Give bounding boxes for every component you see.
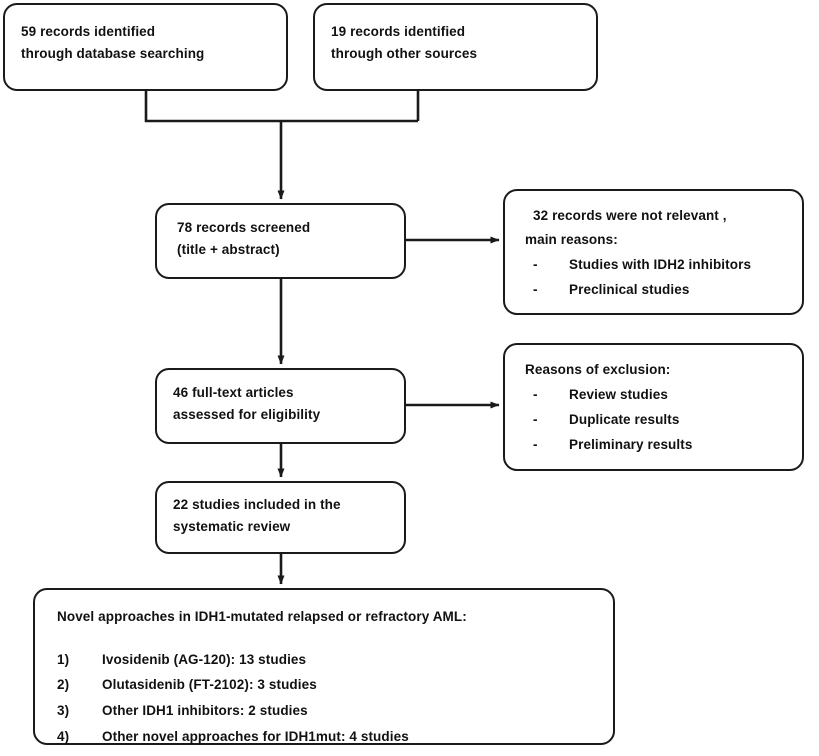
summary-item-number: 2)	[57, 677, 70, 693]
summary-item-number: 3)	[57, 702, 70, 718]
exclusion-eligibility-item-text: Preliminary results	[569, 436, 693, 452]
node-novel-approaches-summary: Novel approaches in IDH1-mutated relapse…	[33, 588, 615, 745]
exclusion-eligibility-item: - Duplicate results	[525, 409, 802, 431]
node-records-other-sources: 19 records identified through other sour…	[313, 3, 598, 91]
summary-item-number: 1)	[57, 651, 70, 667]
summary-item-text: Ivosidenib (AG-120): 13 studies	[102, 651, 307, 667]
records-screened-line2: (title + abstract)	[177, 241, 280, 257]
node-exclusion-eligibility: Reasons of exclusion: - Review studies -…	[503, 343, 804, 471]
summary-list-item: 3) Other IDH1 inhibitors: 2 studies	[57, 701, 613, 721]
node-records-database-searching: 59 records identified through database s…	[3, 3, 288, 91]
exclusion-eligibility-item: - Review studies	[525, 384, 802, 406]
records-other-line2: through other sources	[331, 45, 478, 61]
full-text-line1: 46 full-text articles	[173, 385, 294, 400]
node-studies-included: 22 studies included in the systematic re…	[155, 481, 406, 554]
summary-list-item: 4) Other novel approaches for IDH1mut: 4…	[57, 727, 613, 747]
bullet-dash: -	[533, 281, 538, 297]
full-text-line2: assessed for eligibility	[173, 406, 321, 422]
exclusion-screening-item-text: Studies with IDH2 inhibitors	[569, 256, 752, 272]
exclusion-screening-item-text: Preclinical studies	[569, 281, 690, 297]
summary-list-item: 1) Ivosidenib (AG-120): 13 studies	[57, 650, 613, 670]
exclusion-eligibility-item: - Preliminary results	[525, 434, 802, 456]
summary-item-number: 4)	[57, 728, 70, 744]
records-database-line2: through database searching	[21, 45, 205, 61]
exclusion-screening-item: - Studies with IDH2 inhibitors	[525, 254, 802, 276]
bullet-dash: -	[533, 386, 538, 402]
studies-included-line1: 22 studies included in the	[173, 497, 341, 512]
summary-item-text: Olutasidenib (FT-2102): 3 studies	[102, 677, 317, 693]
exclusion-screening-line1: 32 records were not relevant ,	[533, 208, 727, 223]
exclusion-eligibility-item-text: Review studies	[569, 386, 668, 402]
node-exclusion-screening: 32 records were not relevant , main reas…	[503, 189, 804, 315]
exclusion-screening-item: - Preclinical studies	[525, 279, 802, 301]
node-records-screened: 78 records screened (title + abstract)	[155, 203, 406, 279]
studies-included-line2: systematic review	[173, 518, 291, 534]
exclusion-eligibility-line1: Reasons of exclusion:	[525, 362, 671, 377]
summary-list-item: 2) Olutasidenib (FT-2102): 3 studies	[57, 675, 613, 695]
records-other-line1: 19 records identified	[331, 24, 466, 39]
exclusion-screening-line2: main reasons:	[525, 231, 618, 247]
node-full-text-assessed: 46 full-text articles assessed for eligi…	[155, 368, 406, 444]
summary-item-text: Other novel approaches for IDH1mut: 4 st…	[102, 728, 409, 744]
exclusion-eligibility-item-text: Duplicate results	[569, 411, 680, 427]
summary-item-text: Other IDH1 inhibitors: 2 studies	[102, 702, 308, 718]
records-database-line1: 59 records identified	[21, 24, 156, 39]
bullet-dash: -	[533, 411, 538, 427]
bullet-dash: -	[533, 436, 538, 452]
summary-title: Novel approaches in IDH1-mutated relapse…	[57, 609, 467, 624]
records-screened-line1: 78 records screened	[177, 220, 311, 235]
connector-db-to-merge	[144, 91, 418, 123]
bullet-dash: -	[533, 256, 538, 272]
